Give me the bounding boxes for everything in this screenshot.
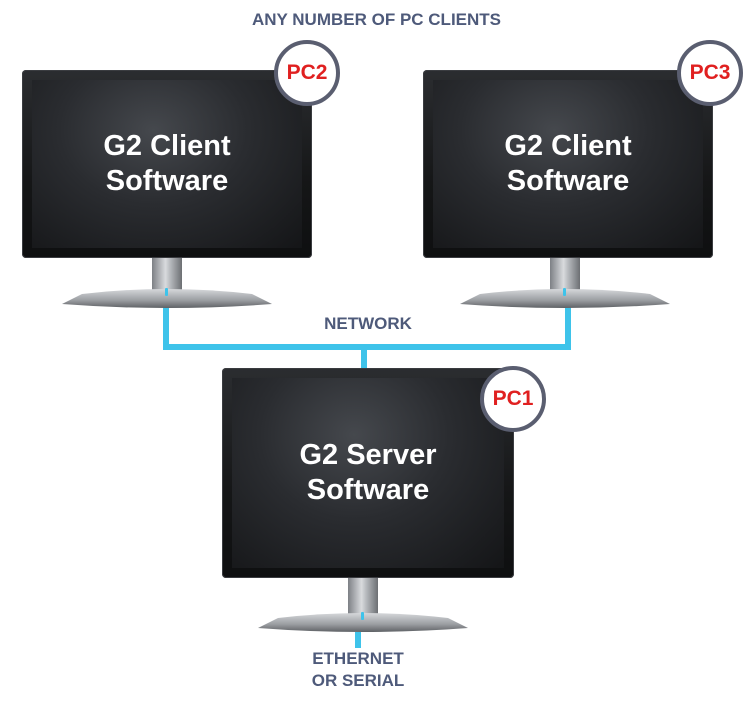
monitor-bezel: G2 Client Software xyxy=(22,70,312,258)
monitor-pc3: G2 Client Software PC3 xyxy=(423,40,743,310)
connection-type-label: ETHERNET OR SERIAL xyxy=(311,649,405,691)
network-label: NETWORK xyxy=(324,314,412,333)
monitor-stand-neck xyxy=(348,578,378,618)
link-pc3-down xyxy=(565,298,571,350)
power-led xyxy=(165,288,168,296)
power-led xyxy=(563,288,566,296)
screen-label: G2 Server Software xyxy=(299,438,437,506)
monitor-screen: G2 Server Software xyxy=(232,378,504,568)
screen-label: G2 Client Software xyxy=(103,129,231,197)
monitor-stand-base xyxy=(460,289,670,308)
link-pc2-down xyxy=(163,298,169,350)
link-to-pc1 xyxy=(361,344,367,370)
monitor-pc2: G2 Client Software PC2 xyxy=(22,40,340,310)
monitor-stand-base xyxy=(62,289,272,308)
badge-label: PC1 xyxy=(492,387,534,410)
badge-label: PC2 xyxy=(286,61,328,84)
badge-pc3: PC3 xyxy=(677,40,743,106)
monitor-screen: G2 Client Software xyxy=(433,80,703,248)
badge-pc2: PC2 xyxy=(274,40,340,106)
monitor-stand-base xyxy=(258,613,468,632)
diagram-title: ANY NUMBER OF PC CLIENTS xyxy=(251,10,502,29)
badge-pc1: PC1 xyxy=(480,366,546,432)
screen-label: G2 Client Software xyxy=(504,129,632,197)
monitor-pc1: G2 Server Software PC1 xyxy=(222,366,546,636)
link-horizontal xyxy=(163,344,571,350)
monitor-bezel: G2 Server Software xyxy=(222,368,514,578)
monitor-screen: G2 Client Software xyxy=(32,80,302,248)
monitor-bezel: G2 Client Software xyxy=(423,70,713,258)
badge-label: PC3 xyxy=(689,61,731,84)
link-pc1-down xyxy=(355,632,361,648)
power-led xyxy=(361,612,364,620)
